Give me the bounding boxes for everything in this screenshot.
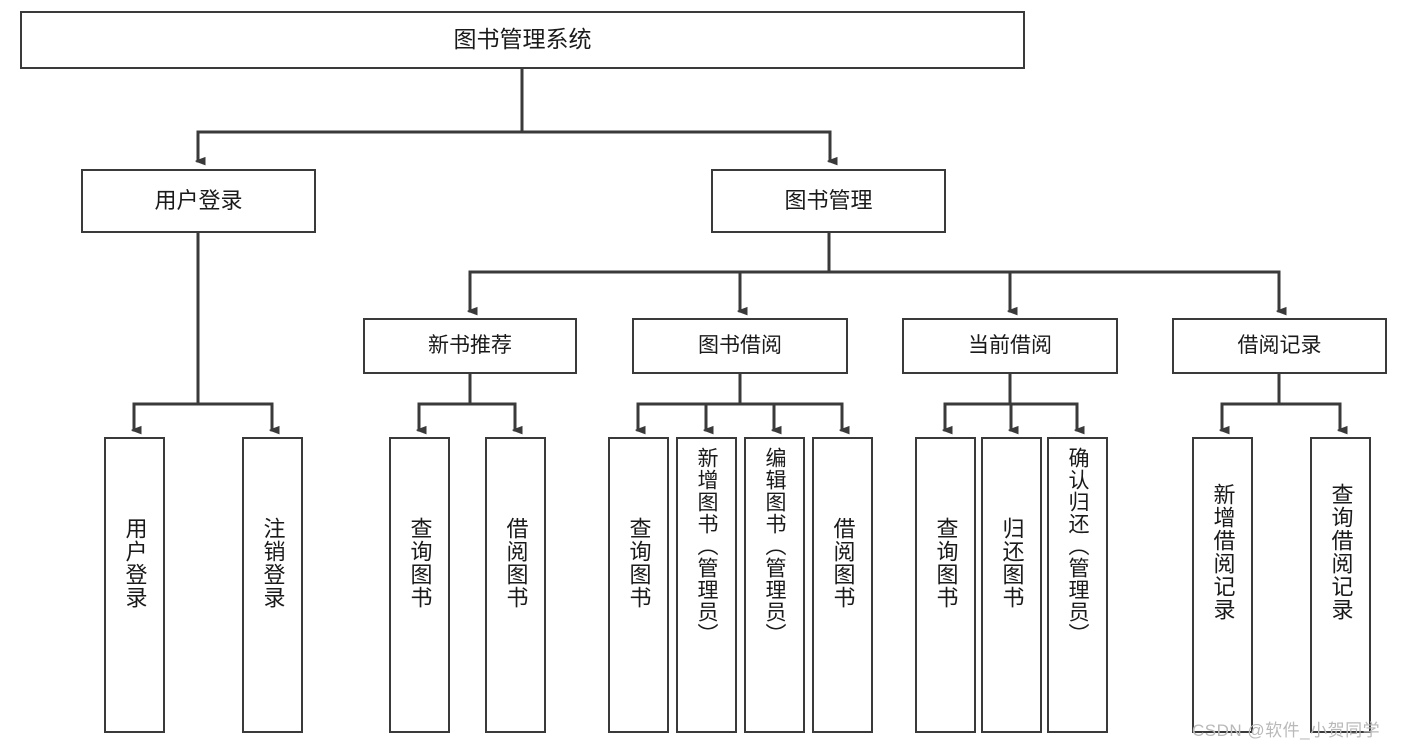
node-label: 图书借阅 — [698, 333, 782, 357]
node-leaf-query-record[interactable]: 查询借阅记录 — [1310, 437, 1371, 733]
node-label: 新增借阅记录 — [1210, 483, 1236, 621]
node-leaf-return-book[interactable]: 归还图书 — [981, 437, 1042, 733]
node-label: 图书管理系统 — [453, 26, 592, 53]
node-leaf-borrow-book-1[interactable]: 借阅图书 — [485, 437, 546, 733]
node-book-borrow[interactable]: 图书借阅 — [632, 318, 848, 374]
node-label: 查询图书 — [407, 517, 433, 609]
node-leaf-edit-book[interactable]: 编辑图书（管理员） — [744, 437, 805, 733]
node-root-system[interactable]: 图书管理系统 — [20, 11, 1025, 69]
node-leaf-user-login[interactable]: 用户登录 — [104, 437, 165, 733]
node-leaf-query-book-2[interactable]: 查询图书 — [608, 437, 669, 733]
node-user-login[interactable]: 用户登录 — [81, 169, 316, 233]
node-label: 确认归还（管理员） — [1066, 447, 1089, 645]
node-label: 新增图书（管理员） — [695, 447, 718, 645]
node-borrow-record[interactable]: 借阅记录 — [1172, 318, 1387, 374]
node-label: 查询图书 — [626, 517, 652, 609]
node-label: 借阅图书 — [503, 517, 529, 609]
node-label: 用户登录 — [154, 188, 243, 214]
node-label: 借阅记录 — [1237, 333, 1322, 357]
node-leaf-logout[interactable]: 注销登录 — [242, 437, 303, 733]
node-label: 查询图书 — [933, 517, 959, 609]
node-label: 编辑图书（管理员） — [763, 447, 786, 645]
node-leaf-borrow-book-2[interactable]: 借阅图书 — [812, 437, 873, 733]
node-label: 借阅图书 — [830, 517, 856, 609]
node-leaf-query-book-3[interactable]: 查询图书 — [915, 437, 976, 733]
node-label: 用户登录 — [122, 517, 148, 609]
node-leaf-add-record[interactable]: 新增借阅记录 — [1192, 437, 1253, 733]
node-book-management[interactable]: 图书管理 — [711, 169, 946, 233]
node-leaf-query-book-1[interactable]: 查询图书 — [389, 437, 450, 733]
node-label: 查询借阅记录 — [1328, 483, 1354, 621]
node-leaf-add-book[interactable]: 新增图书（管理员） — [676, 437, 737, 733]
node-label: 注销登录 — [260, 517, 286, 609]
node-new-book-recommend[interactable]: 新书推荐 — [363, 318, 577, 374]
node-current-borrow[interactable]: 当前借阅 — [902, 318, 1118, 374]
watermark-text: CSDN @软件_小贺同学 — [1192, 721, 1381, 740]
node-label: 图书管理 — [784, 188, 873, 214]
node-leaf-confirm-return[interactable]: 确认归还（管理员） — [1047, 437, 1108, 733]
node-label: 归还图书 — [999, 517, 1025, 609]
node-label: 当前借阅 — [968, 333, 1052, 357]
node-label: 新书推荐 — [428, 333, 512, 357]
